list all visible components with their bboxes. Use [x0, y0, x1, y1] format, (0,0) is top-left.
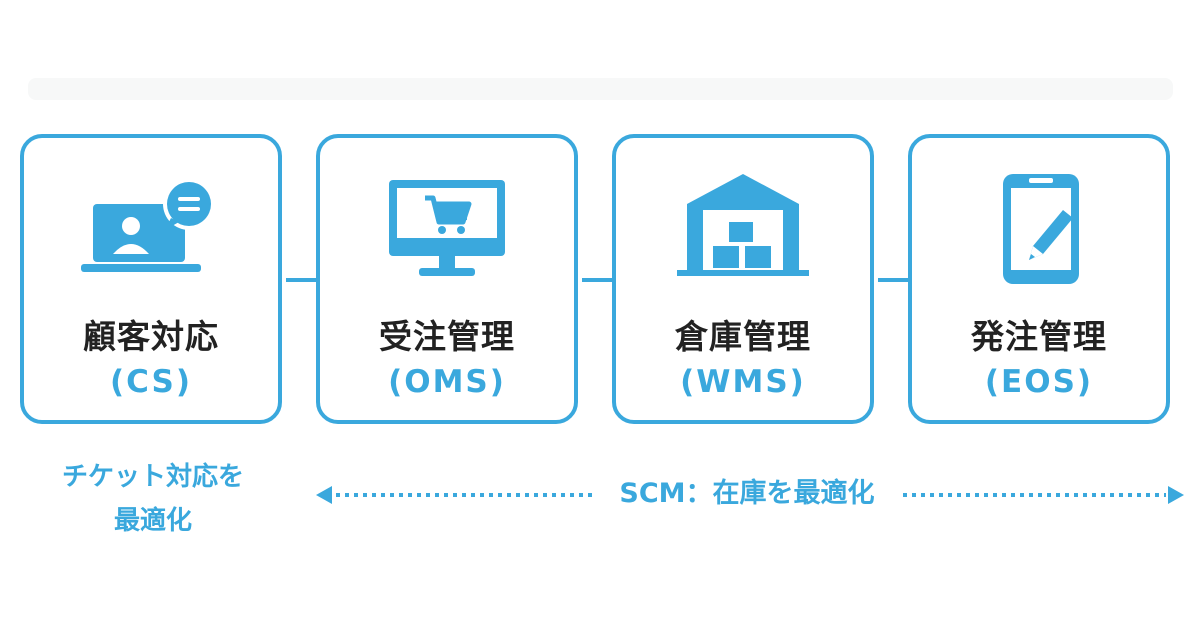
- tablet-pen-icon: [969, 164, 1109, 284]
- warehouse-icon: [673, 164, 813, 284]
- card-abbreviation: (EOS): [984, 364, 1094, 400]
- card-title: 倉庫管理: [675, 317, 811, 356]
- card-eos: 発注管理 (EOS): [908, 134, 1170, 424]
- monitor-cart-icon: [377, 164, 517, 284]
- top-band: [28, 78, 1173, 100]
- card-cs: 顧客対応 (CS): [20, 134, 282, 424]
- cs-note: チケット対応を 最適化: [18, 455, 288, 543]
- card-title: 受注管理: [379, 317, 515, 356]
- card-title: 顧客対応: [83, 317, 219, 356]
- connector-line: [878, 278, 912, 282]
- card-abbreviation: (CS): [110, 364, 192, 400]
- card-title: 発注管理: [971, 317, 1107, 356]
- cs-note-line: チケット対応を: [61, 462, 244, 492]
- connector-line: [286, 278, 320, 282]
- card-abbreviation: (WMS): [680, 364, 806, 400]
- scm-label: SCM：在庫を最適化: [592, 476, 902, 512]
- laptop-chat-icon: [81, 164, 221, 284]
- cs-note-line: 最適化: [113, 506, 192, 536]
- card-wms: 倉庫管理 (WMS): [612, 134, 874, 424]
- connector-line: [582, 278, 616, 282]
- card-abbreviation: (OMS): [388, 364, 506, 400]
- card-oms: 受注管理 (OMS): [316, 134, 578, 424]
